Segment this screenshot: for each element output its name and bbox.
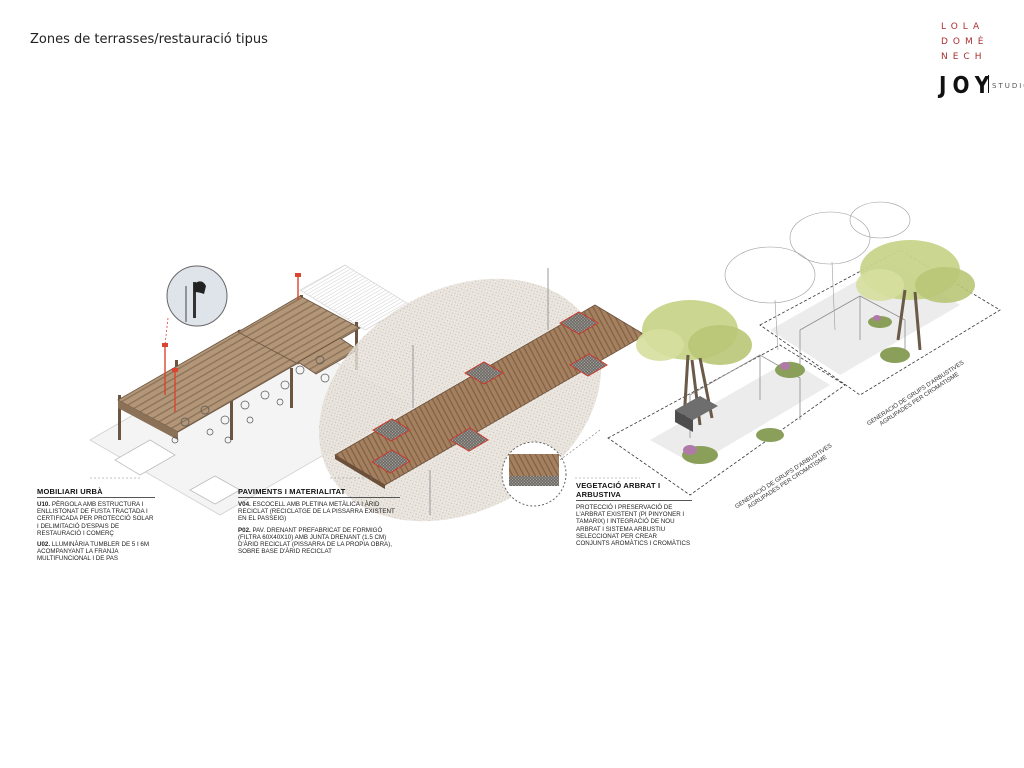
tree-pits bbox=[371, 311, 608, 474]
label-item: U10. PÈRGOLA AMB ESTRUCTURA I ENLLISTONA… bbox=[37, 501, 155, 537]
label-text: PROTECCIÓ I PRESERVACIÓ DE L'ARBRAT EXIS… bbox=[576, 504, 691, 548]
vegetation-module bbox=[607, 201, 1001, 496]
luminaire-detail-bubble bbox=[166, 265, 228, 327]
plaza-ground-1 bbox=[650, 360, 830, 465]
bench-base bbox=[189, 475, 241, 505]
label-code: U10. bbox=[37, 501, 51, 508]
pergola-side-panel bbox=[118, 400, 178, 440]
studio-logo: LOLA DOMÈ NECH bbox=[941, 20, 985, 65]
label-vegetacio: VEGETACIÓ ARBRAT I ARBUSTIVA PROTECCIÓ I… bbox=[576, 481, 692, 551]
pine-tree-right bbox=[856, 240, 975, 351]
detail-leader-line bbox=[164, 317, 169, 346]
page-title: Zones de terrasses/restauració tipus bbox=[30, 32, 268, 47]
logo-line-3: NECH bbox=[941, 52, 987, 62]
lamp-poles bbox=[164, 275, 299, 412]
zone-outline-2 bbox=[759, 249, 1001, 396]
deck-paving-module bbox=[318, 268, 646, 522]
label-item: P02. PAV. DRENANT PREFABRICAT DE FORMIGÓ… bbox=[238, 527, 400, 556]
label-text: ESCOCELL AMB PLETINA METÀLICA I ÀRID REC… bbox=[238, 501, 395, 523]
pine-tree-left bbox=[636, 300, 752, 426]
label-text: PAV. DRENANT PREFABRICAT DE FORMIGÓ (FIL… bbox=[238, 526, 392, 556]
label-text: LLUMINÀRIA TUMBLER DE 5 I 6m ACOMPANYANT… bbox=[37, 541, 150, 563]
logo-line-1: LOLA bbox=[941, 22, 985, 32]
label-item: U02. LLUMINÀRIA TUMBLER DE 5 I 6m ACOMPA… bbox=[37, 541, 155, 563]
label-mobiliari-urba: MOBILIARI URBÀ U10. PÈRGOLA AMB ESTRUCTU… bbox=[37, 481, 155, 567]
label-heading: VEGETACIÓ ARBRAT I ARBUSTIVA bbox=[576, 481, 692, 501]
label-text: PÈRGOLA AMB ESTRUCTURA I ENLLISTONAT DE … bbox=[37, 501, 154, 537]
logo-joy-word: JOY bbox=[939, 71, 996, 99]
logo-divider bbox=[988, 75, 989, 93]
planter-box bbox=[675, 396, 718, 420]
logo-line-2: DOMÈ bbox=[941, 37, 989, 47]
pergola-roof-upper bbox=[237, 295, 361, 365]
label-heading: PAVIMENTS I MATERIALITAT bbox=[238, 487, 400, 498]
label-code: U02. bbox=[37, 541, 51, 549]
deck-front-edge bbox=[335, 455, 385, 489]
joy-studio-logo: JOY STUDIO bbox=[939, 71, 1024, 99]
label-code: P02. bbox=[238, 526, 251, 534]
planter-base bbox=[114, 439, 176, 476]
label-paviments: PAVIMENTS I MATERIALITAT V04. ESCOCELL A… bbox=[238, 481, 400, 559]
ghost-trees bbox=[724, 201, 911, 351]
label-heading: MOBILIARI URBÀ bbox=[37, 487, 155, 498]
label-item: V04. ESCOCELL AMB PLETINA METÀLICA I ÀRI… bbox=[238, 501, 400, 523]
deck-lamp-posts bbox=[412, 268, 549, 515]
terrace-furniture bbox=[171, 355, 330, 444]
shrub-clusters bbox=[682, 315, 910, 464]
logo-studio-word: STUDIO bbox=[992, 82, 1024, 90]
label-item: PROTECCIÓ I PRESERVACIÓ DE L'ARBRAT EXIS… bbox=[576, 504, 692, 547]
label-code: V04. bbox=[238, 501, 251, 508]
